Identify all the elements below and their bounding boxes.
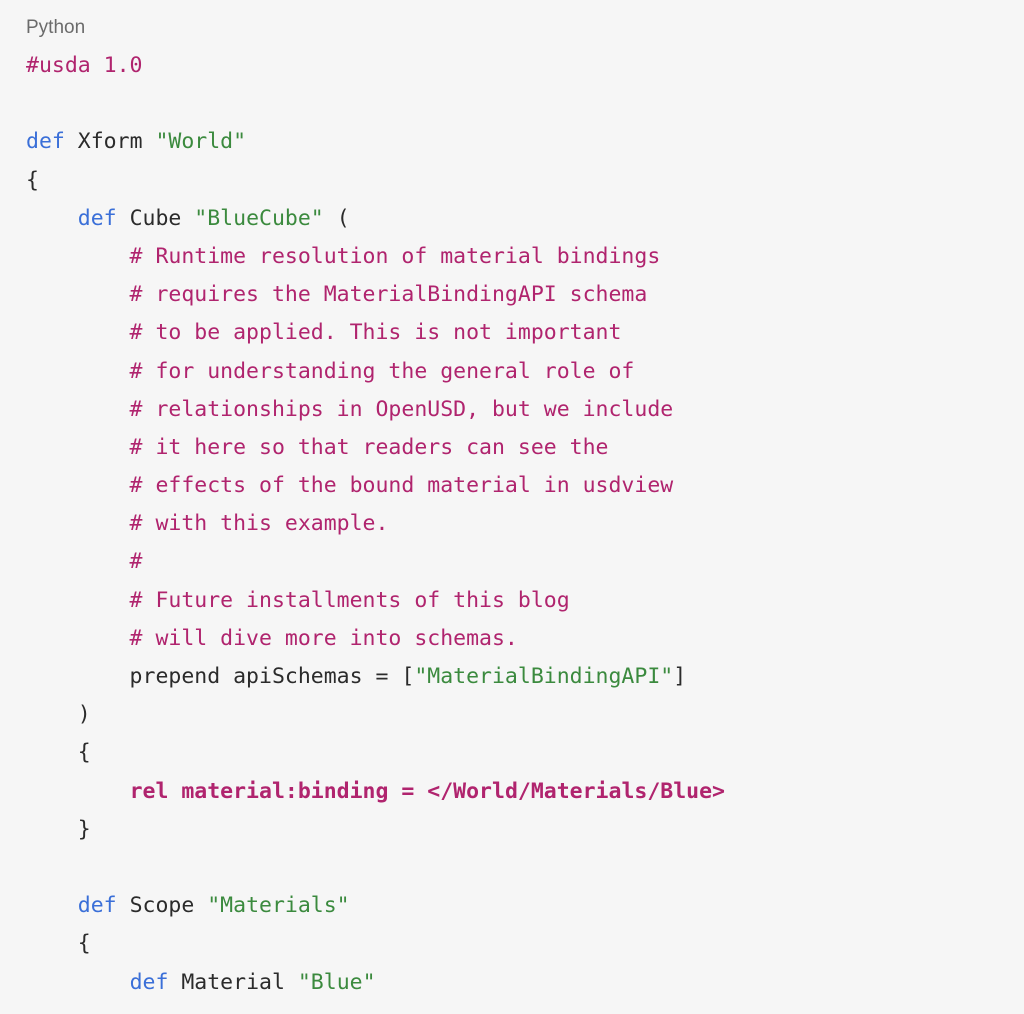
code-token: Cube <box>116 205 195 231</box>
code-line: # effects of the bound material in usdvi… <box>26 467 725 505</box>
code-token: "World" <box>155 129 247 155</box>
code-line: { <box>26 162 725 200</box>
code-token: # to be applied. This is not important <box>26 320 622 346</box>
code-token: def <box>77 893 117 919</box>
code-token: Material <box>168 969 298 995</box>
code-token: "Materials" <box>207 893 350 919</box>
code-token <box>26 970 130 995</box>
code-token: Scope <box>116 893 208 919</box>
code-line: # with this example. <box>26 505 725 543</box>
code-token: prepend apiSchemas = [ <box>26 664 415 689</box>
code-token: # Future installments of this blog <box>26 587 570 613</box>
code-token: # for understanding the general role of <box>26 358 635 384</box>
code-token: "Blue" <box>297 969 376 995</box>
code-line: prepend apiSchemas = ["MaterialBindingAP… <box>26 658 725 696</box>
code-line: { <box>26 734 725 772</box>
code-token: "MaterialBindingAPI" <box>414 664 674 689</box>
code-token: { <box>26 740 91 766</box>
code-language-label: Python <box>26 17 86 38</box>
code-token: rel material:binding = </World/Materials… <box>129 778 725 804</box>
code-line: # will dive more into schemas. <box>26 620 725 658</box>
code-line: def Cube "BlueCube" ( <box>26 200 725 238</box>
code-token <box>26 206 78 231</box>
code-line: ) <box>26 696 725 734</box>
code-line: def Material "Blue" <box>26 964 725 1002</box>
code-line: { <box>26 925 725 963</box>
code-token: { <box>26 167 39 193</box>
code-line: # Future installments of this blog <box>26 582 725 620</box>
code-token: # requires the MaterialBindingAPI schema <box>26 282 648 308</box>
code-token: ( <box>323 205 350 231</box>
code-line <box>26 85 725 123</box>
code-token: ] <box>673 664 687 689</box>
code-line: # requires the MaterialBindingAPI schema <box>26 276 725 314</box>
code-token: } <box>26 816 91 842</box>
code-token: #usda 1.0 <box>26 53 143 78</box>
code-line: #usda 1.0 <box>26 47 725 85</box>
code-line: # for understanding the general role of <box>26 353 725 391</box>
code-token <box>26 893 78 918</box>
code-line: # it here so that readers can see the <box>26 429 725 467</box>
code-token: "BlueCube" <box>194 205 324 231</box>
code-token: # relationships in OpenUSD, but we inclu… <box>26 396 674 422</box>
code-token: def <box>77 205 117 231</box>
code-line: } <box>26 811 725 849</box>
code-line: # Runtime resolution of material binding… <box>26 238 725 276</box>
code-line: rel material:binding = </World/Materials… <box>26 773 725 811</box>
code-line: def Xform "World" <box>26 123 725 161</box>
code-line: # to be applied. This is not important <box>26 314 725 352</box>
code-line: # relationships in OpenUSD, but we inclu… <box>26 391 725 429</box>
code-token: # Runtime resolution of material binding… <box>26 243 661 269</box>
code-line: def Scope "Materials" <box>26 887 725 925</box>
code-token: # will dive more into schemas. <box>26 625 518 651</box>
code-content[interactable]: #usda 1.0 def Xform "World" { def Cube "B… <box>26 47 725 1002</box>
code-token: # <box>26 549 143 575</box>
code-token: ) <box>26 702 91 728</box>
code-line <box>26 849 725 887</box>
code-token: def <box>26 129 65 155</box>
code-token: Xform <box>64 129 156 155</box>
code-token: # with this example. <box>26 511 389 537</box>
code-line: # <box>26 543 725 581</box>
code-token: # it here so that readers can see the <box>26 434 609 460</box>
code-token <box>26 779 130 804</box>
code-token: def <box>129 969 169 995</box>
code-token: # effects of the bound material in usdvi… <box>26 473 674 499</box>
code-token: { <box>26 931 91 957</box>
